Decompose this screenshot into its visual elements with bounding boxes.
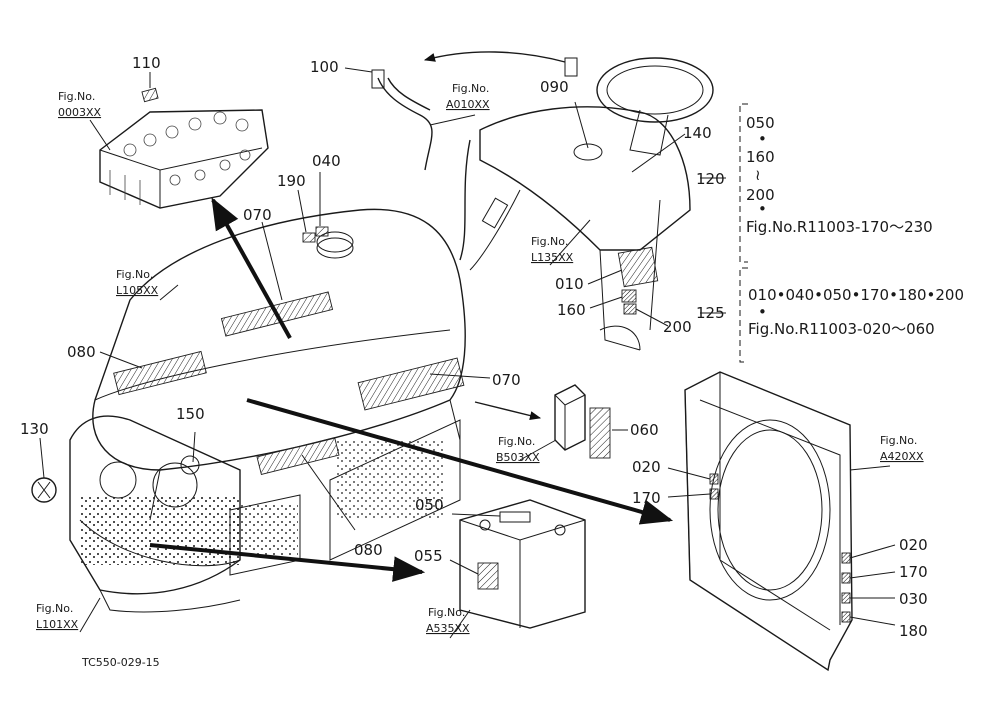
label-020-lower-decal — [841, 552, 851, 564]
engine-head-drawing — [99, 109, 269, 209]
part-100: 100 — [310, 58, 339, 76]
bracket-120 — [739, 103, 748, 263]
svg-text:050: 050 — [746, 114, 775, 132]
label-070-side-decal — [357, 357, 465, 411]
label-170-frame-decal — [709, 488, 719, 500]
part-020-lower: 020 — [899, 536, 928, 554]
svg-text:A010XX: A010XX — [446, 98, 490, 111]
cable-drawing — [371, 57, 578, 171]
fig-ref-l101xx: Fig.No. L101XX — [36, 602, 79, 631]
part-080-hood: 080 — [67, 343, 96, 361]
leader-lines — [39, 67, 896, 639]
fig-ref-0003xx: Fig.No. 0003XX — [58, 90, 102, 119]
part-055: 055 — [414, 547, 443, 565]
label-170-lower-decal — [841, 572, 851, 584]
part-110: 110 — [132, 54, 161, 72]
arrow-head-to-hood — [211, 197, 292, 339]
dashboard-drawing — [459, 57, 714, 351]
drawing-code: TC550-029-15 — [81, 656, 160, 669]
svg-text:•: • — [758, 130, 767, 148]
part-200: 200 — [663, 318, 692, 336]
svg-text:≀: ≀ — [755, 166, 761, 184]
svg-text:010•040•050•170•180•200: 010•040•050•170•180•200 — [748, 286, 964, 304]
part-070-side: 070 — [492, 371, 521, 389]
part-090: 090 — [540, 78, 569, 96]
svg-text:Fig.No.: Fig.No. — [428, 606, 465, 619]
svg-text:Fig.No.R11003-020～060: Fig.No.R11003-020～060 — [748, 320, 935, 338]
part-170-lower: 170 — [899, 563, 928, 581]
svg-text:Fig.No.: Fig.No. — [58, 90, 95, 103]
svg-text:200: 200 — [746, 186, 775, 204]
part-040: 040 — [312, 152, 341, 170]
group-125-list: 010•040•050•170•180•200 • Fig.No.R11003-… — [748, 286, 964, 338]
fig-ref-a535xx: Fig.No. A535XX — [426, 606, 470, 635]
part-130: 130 — [20, 420, 49, 438]
kubota-emblem — [31, 477, 57, 503]
fig-ref-b503xx: Fig.No. B503XX — [496, 435, 540, 464]
label-110-decal — [141, 87, 159, 103]
fig-ref-a420xx: Fig.No. A420XX — [880, 434, 924, 463]
part-125: 125 — [696, 304, 725, 322]
svg-text:A420XX: A420XX — [880, 450, 924, 463]
arrow-hood-to-relay — [474, 401, 542, 420]
label-010-decal — [617, 246, 659, 288]
part-010: 010 — [555, 275, 584, 293]
radiator-frame-drawing — [684, 371, 853, 672]
svg-text:•: • — [758, 303, 767, 321]
svg-text:Fig.No.: Fig.No. — [531, 235, 568, 248]
svg-text:L105XX: L105XX — [116, 284, 159, 297]
svg-text:Fig.No.: Fig.No. — [452, 82, 489, 95]
part-140: 140 — [683, 124, 712, 142]
relay-drawing — [554, 384, 611, 459]
group-120-list: 050 • 160 ≀ 200 • Fig.No.R11003-170～230 — [746, 114, 933, 236]
label-060-decal — [589, 407, 611, 459]
svg-text:L101XX: L101XX — [36, 618, 79, 631]
svg-text:0003XX: 0003XX — [58, 106, 102, 119]
svg-text:160: 160 — [746, 148, 775, 166]
arrow-hood-to-frame — [246, 398, 674, 525]
label-190-decal — [302, 232, 316, 243]
label-200-decal — [623, 303, 637, 315]
svg-text:Fig.No.: Fig.No. — [498, 435, 535, 448]
part-020-frame: 020 — [632, 458, 661, 476]
part-060: 060 — [630, 421, 659, 439]
label-080-side-decal — [256, 437, 340, 475]
arrow-dash-to-cable — [423, 51, 566, 63]
part-070-hood: 070 — [243, 206, 272, 224]
label-030-decal — [841, 592, 851, 604]
part-160: 160 — [557, 301, 586, 319]
svg-text:Fig.No.: Fig.No. — [880, 434, 917, 447]
part-050-battery: 050 — [415, 496, 444, 514]
svg-text:L135XX: L135XX — [531, 251, 574, 264]
part-080-side: 080 — [354, 541, 383, 559]
label-020-frame-decal — [709, 473, 719, 485]
svg-text:Fig.No.: Fig.No. — [36, 602, 73, 615]
part-190: 190 — [277, 172, 306, 190]
part-180: 180 — [899, 622, 928, 640]
fig-ref-l135xx: Fig.No. L135XX — [531, 235, 574, 264]
svg-text:•: • — [758, 200, 767, 218]
svg-text:Fig.No.: Fig.No. — [116, 268, 153, 281]
svg-text:Fig.No.R11003-170～230: Fig.No.R11003-170～230 — [746, 218, 933, 236]
part-170-frame: 170 — [632, 489, 661, 507]
arrow-grille-to-battery — [149, 543, 426, 582]
label-080-hood-decal — [113, 350, 207, 396]
label-160-decal — [621, 289, 637, 303]
label-180-decal — [841, 611, 851, 623]
part-030: 030 — [899, 590, 928, 608]
part-120: 120 — [696, 170, 725, 188]
svg-text:B503XX: B503XX — [496, 451, 540, 464]
bracket-125 — [739, 267, 748, 363]
label-055-decal — [477, 562, 499, 590]
svg-text:A535XX: A535XX — [426, 622, 470, 635]
part-150: 150 — [176, 405, 205, 423]
fig-ref-l105xx: Fig.No. L105XX — [116, 268, 159, 297]
battery-drawing — [459, 499, 586, 629]
fig-ref-a010xx: Fig.No. A010XX — [446, 82, 490, 111]
label-040-decal — [315, 226, 329, 237]
front-grille-drawing — [69, 415, 461, 613]
